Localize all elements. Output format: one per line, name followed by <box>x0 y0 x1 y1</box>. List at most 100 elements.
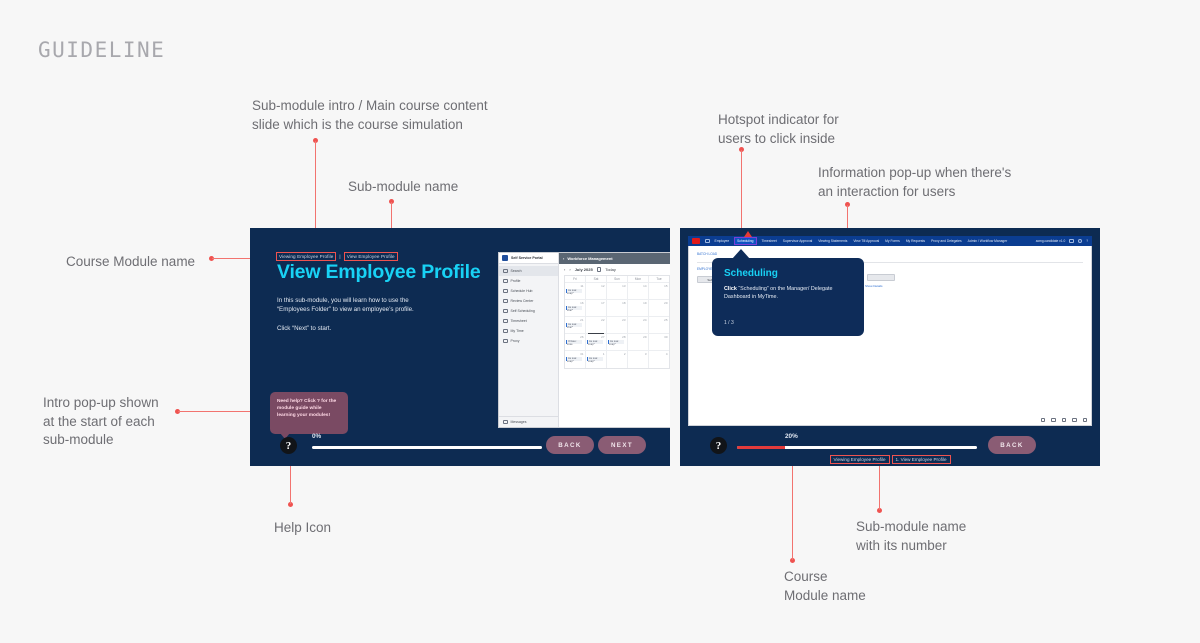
calendar-day-cell[interactable]: 15 <box>649 283 669 300</box>
nav-item-view-till-approval[interactable]: View Till Approval <box>853 239 880 243</box>
calendar-event[interactable]: Au sua: snap* <box>608 340 624 346</box>
next-button[interactable]: NEXT <box>598 436 646 454</box>
sidebar-item-profile[interactable]: Profile <box>499 276 558 286</box>
calendar-day-cell[interactable]: 14 <box>628 283 649 300</box>
calendar-day-cell[interactable]: 17 <box>586 300 607 317</box>
nav-item-admin-workflow-manager[interactable]: Admin / Workflow Manager <box>967 239 1008 243</box>
nav-item-my-requests[interactable]: My Requests <box>905 239 926 243</box>
sidebar-item-timesheet[interactable]: Timesheet <box>499 316 558 326</box>
app-nav-items: Employee Scheduling Timesheet Supervisor… <box>714 237 1008 245</box>
calendar-day-number: 3 <box>644 352 647 356</box>
sidebar-item-my-time[interactable]: My Time <box>499 326 558 336</box>
calendar-event-label: Au sua: snap* <box>609 340 619 346</box>
calendar-day-cell[interactable]: 2 <box>607 351 628 368</box>
leader-dot <box>288 502 293 507</box>
sidebar-item-self-scheduling[interactable]: Self Scheduling <box>499 306 558 316</box>
sidebar-item-label: Self Scheduling <box>510 309 535 313</box>
sim-main-area: ‹ Workforce Management ‹ › July 2025 Tod… <box>559 253 670 427</box>
notification-icon[interactable] <box>1077 238 1083 244</box>
calendar-day-cell[interactable]: 24 <box>628 317 649 334</box>
calendar-day-cell[interactable]: 3 <box>628 351 649 368</box>
settings-icon[interactable] <box>1040 417 1045 422</box>
nav-item-scheduling[interactable]: Scheduling <box>734 237 757 245</box>
calendar-day-cell[interactable]: 20 <box>649 300 669 317</box>
slide-cta-text: Click “Next” to start. <box>277 325 332 332</box>
calendar-event[interactable]: Au sua: snap* <box>587 357 603 363</box>
calendar-day-cell[interactable]: 29 <box>628 334 649 351</box>
help-icon[interactable]: ? <box>280 437 297 454</box>
nav-item-proxy-and-delegates[interactable]: Proxy and Delegates <box>931 239 962 243</box>
nav-item-supervisor-approval[interactable]: Supervisor Approval <box>782 239 813 243</box>
nav-item-viewing-statements[interactable]: Viewing Statements <box>818 239 848 243</box>
back-button[interactable]: BACK <box>988 436 1036 454</box>
document-icon[interactable] <box>1061 417 1066 422</box>
calendar-event[interactable]: Au sua: snap* <box>566 357 582 363</box>
calendar-day-cell[interactable]: 18 <box>607 300 628 317</box>
calendar-day-cell[interactable]: 25 <box>649 317 669 334</box>
home-icon[interactable] <box>705 238 710 244</box>
calendar-event[interactable]: Au sua: shar* <box>566 323 582 329</box>
nav-item-my-forms[interactable]: My Forms <box>885 239 900 243</box>
calendar-day-number: 4 <box>665 352 668 356</box>
calendar-event[interactable]: Au sua: snap* <box>566 289 582 295</box>
hotspot-indicator[interactable] <box>744 231 752 237</box>
slide-bottom-bar: ? 0% BACK NEXT <box>250 426 670 466</box>
nav-item-timesheet[interactable]: Timesheet <box>761 239 777 243</box>
sidebar-item-proxy[interactable]: Proxy <box>499 336 558 346</box>
sidebar-item-review-center[interactable]: Review Center <box>499 296 558 306</box>
calendar-day-cell[interactable]: 19 <box>628 300 649 317</box>
help-question-icon[interactable]: ? <box>1086 239 1088 243</box>
calendar-picker-icon[interactable] <box>596 267 602 272</box>
secondary-button[interactable] <box>867 274 895 281</box>
progress-bar-fill <box>737 446 785 449</box>
calendar-day-cell[interactable]: 30 <box>649 334 669 351</box>
clock-icon <box>503 328 508 334</box>
nav-item-employee[interactable]: Employee <box>714 239 730 243</box>
calendar-day-cell[interactable]: 13 <box>607 283 628 300</box>
calendar-prev-button[interactable]: ‹ <box>564 267 566 272</box>
person-icon[interactable] <box>1051 417 1056 422</box>
calendar-event-label: Ortsee: snee <box>567 340 577 346</box>
progress-bar <box>312 446 542 449</box>
calendar-day-cell[interactable]: 22 <box>586 317 607 334</box>
calendar-event[interactable]: Au sua: snap* <box>587 340 603 346</box>
sidebar-item-schedule-hub[interactable]: Schedule Hub <box>499 286 558 296</box>
calendar-day-number: 21 <box>580 318 584 322</box>
calendar-event[interactable]: Ortsee: snee <box>566 340 582 346</box>
calendar-day-cell[interactable]: 12 <box>586 283 607 300</box>
search-icon <box>503 268 508 274</box>
calendar-weekday: Fri <box>565 276 586 283</box>
progress-bar <box>737 446 977 449</box>
sidebar-item-messages[interactable]: Messages <box>499 416 558 427</box>
breadcrumb-module: Viewing Employee Profile <box>829 455 890 464</box>
calendar-day-cell[interactable]: 4 <box>649 351 669 368</box>
calendar-plus-icon <box>503 308 508 314</box>
clock-icon[interactable] <box>1072 417 1077 422</box>
calendar-day-cell[interactable]: 23 <box>607 317 628 334</box>
calendar-day-number: 2 <box>623 352 626 356</box>
calendar-event[interactable]: Au sua: shar* <box>566 306 582 312</box>
calendar-next-button[interactable]: › <box>569 267 571 272</box>
help-icon[interactable]: ? <box>710 437 727 454</box>
back-button[interactable]: BACK <box>546 436 594 454</box>
progress-percent-label: 0% <box>312 433 322 440</box>
user-icon[interactable] <box>1069 238 1074 244</box>
leader-line <box>290 442 292 504</box>
calendar-today-button[interactable]: Today <box>605 267 616 272</box>
calendar-weekday: Sun <box>607 276 628 283</box>
sidebar-item-search[interactable]: Search <box>499 266 558 276</box>
employee-label: EMPLOYEE <box>697 267 715 271</box>
mail-icon <box>503 419 508 425</box>
show-details-link[interactable]: Show Details <box>865 284 883 288</box>
print-icon[interactable] <box>1082 417 1087 422</box>
